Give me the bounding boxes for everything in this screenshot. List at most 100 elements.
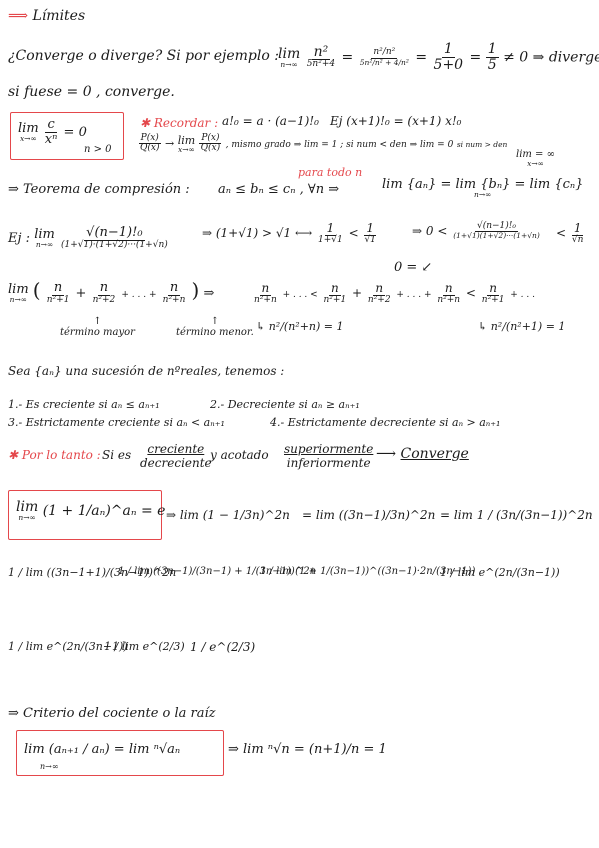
mayor-label: ↑ término mayor bbox=[60, 316, 135, 338]
frac-den: 5+0 bbox=[433, 56, 464, 73]
title-row: ⟹ Límites bbox=[8, 8, 85, 24]
converge-word: Converge bbox=[400, 446, 469, 462]
e-row-3a: 1 / lim e^(2n/(3n−1)) bbox=[8, 640, 128, 653]
e-row-2c: 1 / lim (1 + 1/(3n−1))^((3n−1)·2n/(3n−1)… bbox=[260, 566, 476, 577]
frac-num: 1 bbox=[485, 41, 499, 58]
lim-sub: x→∞ bbox=[19, 134, 37, 144]
superiormente-word: superiormente bbox=[284, 442, 374, 456]
inferiormente-word: inferiormente bbox=[286, 456, 371, 470]
example-1-bound: ⇒ 0 < √(n−1)!₀(1+√1)(1+√2)···(1+√n) bbox=[412, 221, 542, 241]
lim-sub: n→∞ bbox=[280, 59, 298, 69]
frac-den: (1+√1)(1+√2)···(1+√n) bbox=[453, 231, 540, 241]
frac-num: P(x) bbox=[138, 133, 161, 145]
sequence-intro: Sea {aₙ} una sucesión de nºreales, tenem… bbox=[8, 364, 285, 378]
frac-num: 1 bbox=[364, 221, 376, 236]
frac-den: 1+√1 bbox=[318, 234, 343, 245]
e-limit-box bbox=[8, 490, 162, 540]
criterion-sub: n→∞ bbox=[40, 762, 59, 771]
degree-note: , mismo grado ⇒ lim = 1 ; si num < den ⇒… bbox=[225, 140, 454, 151]
dots: + . . . + bbox=[121, 290, 157, 300]
mayor-text: término mayor bbox=[60, 327, 135, 338]
lim-sub: x→∞ bbox=[178, 144, 195, 154]
lim-sub: n→∞ bbox=[9, 295, 28, 305]
factorial-example: Ej (x+1)!₀ = (x+1) x!₀ bbox=[330, 114, 462, 128]
seq-item-2: 2.- Decreciente si aₙ ≥ aₙ₊₁ bbox=[210, 398, 360, 411]
result-upper: ↳ n²/(n²+1) = 1 bbox=[478, 320, 566, 333]
e-row-2a: 1 / lim ((3n−1+1)/(3n−1))^2n bbox=[8, 566, 177, 579]
open-paren: ( bbox=[32, 278, 41, 302]
frac-num: n bbox=[97, 280, 111, 296]
infinite-limit-note: lim = ∞x→∞ bbox=[516, 150, 555, 168]
dots-plus: + . . . + bbox=[396, 290, 432, 301]
frac-den: n²+1 bbox=[46, 294, 70, 305]
e-row-2d: 1 / lim e^(2n/(3n−1)) bbox=[440, 566, 560, 579]
lim-sub: n→∞ bbox=[35, 240, 54, 250]
frac-num: n bbox=[442, 281, 455, 296]
diverge-tail: ≠ 0 ⇒ diverge bbox=[503, 49, 599, 66]
frac-den: √n bbox=[571, 234, 584, 245]
para-todo-label: para todo n bbox=[298, 166, 363, 179]
zero-result: 0 = ↙ bbox=[394, 260, 433, 275]
converge-conclusion: ⟶ Converge bbox=[376, 446, 469, 462]
frac-num: √(n−1)!₀ bbox=[84, 225, 145, 241]
limit-rule-box bbox=[10, 112, 124, 160]
frac-num: √(n−1)!₀ bbox=[474, 221, 519, 233]
lim-sub: n→∞ bbox=[474, 190, 492, 199]
e-step-3: = lim 1 / (3n/(3n−1))^2n bbox=[440, 508, 593, 522]
lim-word: lim bbox=[177, 133, 196, 147]
page-title: Límites bbox=[32, 8, 86, 24]
example-label: Ej : bbox=[8, 230, 31, 246]
inequality: ⇒ (1+√1) > √1 ⟷ bbox=[202, 226, 313, 241]
frac-den: n²+n bbox=[162, 294, 186, 305]
frac-num: n bbox=[373, 281, 386, 296]
lim-sub: n→∞ bbox=[18, 513, 36, 522]
frac-den: √1 bbox=[364, 234, 376, 245]
e-row-3b: 1 / lim e^(2/3) bbox=[104, 640, 185, 653]
arrow: ⟶ bbox=[376, 446, 397, 462]
example-1-upper: < 1√n bbox=[556, 222, 585, 245]
frac-num: n²/n² bbox=[371, 47, 398, 59]
e-row-3c: 1 / e^(2/3) bbox=[190, 640, 256, 654]
dots-tail: + . . . bbox=[510, 290, 535, 301]
example-fraction: √(n−1)!₀(1+√1)·(1+√2)···(1+√n) bbox=[59, 226, 170, 251]
si-es: Si es bbox=[102, 448, 132, 462]
bound-options: superiormente inferiormente bbox=[284, 442, 373, 470]
question-text: ¿Converge o diverge? Si por ejemplo : bbox=[8, 48, 279, 64]
e-step-2: = lim ((3n−1)/3n)^2n bbox=[302, 508, 436, 522]
up-arrow-icon: ↑ bbox=[210, 316, 220, 327]
lim-word: lim bbox=[8, 282, 29, 298]
frac-den: n²+1 bbox=[323, 294, 347, 305]
menor-label: ↑ término menor. bbox=[176, 316, 254, 338]
frac-num: n bbox=[167, 280, 181, 296]
frac-num: 1 bbox=[441, 41, 455, 58]
recordar-label: ✱ Recordar : bbox=[140, 116, 219, 130]
frac-den: n²+n bbox=[254, 294, 277, 305]
frac-den: Q(x) bbox=[140, 143, 160, 154]
frac-num: n bbox=[487, 281, 499, 296]
seq-item-1: 1.- Es creciente si aₙ ≤ aₙ₊₁ bbox=[8, 398, 160, 411]
implies-arrow-icon: ⟹ bbox=[8, 8, 29, 24]
frac-d: 1√n bbox=[570, 222, 586, 245]
converge-line: si fuese = 0 , converge. bbox=[8, 84, 175, 100]
criterion-formula: lim (aₙ₊₁ / aₙ) = lim ⁿ√aₙ bbox=[24, 742, 181, 757]
e-definition: (1 + 1/aₙ)^aₙ = e bbox=[42, 502, 166, 519]
lim-word: lim bbox=[18, 121, 39, 137]
factorial-formula: a!₀ = a · (a−1)!₀ bbox=[222, 114, 319, 128]
lim-word: lim = ∞ bbox=[516, 149, 555, 160]
